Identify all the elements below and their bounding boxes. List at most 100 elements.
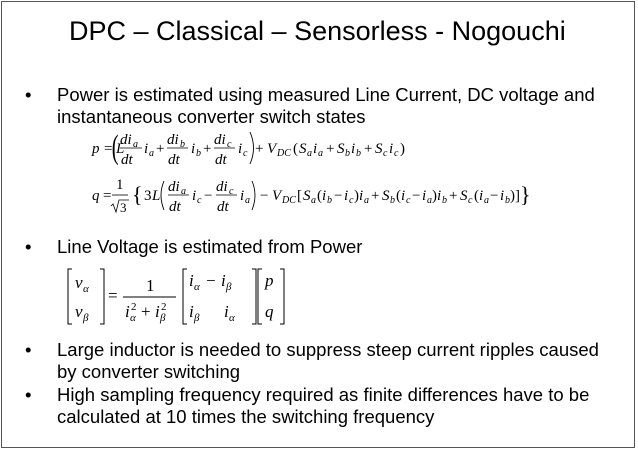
svg-text:(: ( [474,188,479,204]
svg-text:+: + [449,188,457,204]
svg-text:c: c [394,148,399,159]
svg-text:α: α [83,283,89,295]
slide-title: DPC – Classical – Sensorless - Nogouchi [69,16,566,46]
svg-text:−: − [206,271,216,290]
svg-text:p: p [91,141,100,157]
svg-text:(: ( [112,129,119,167]
bullet-marker: • [25,84,32,105]
svg-text:i: i [313,141,317,157]
svg-text:a: a [133,139,138,150]
svg-text:1: 1 [116,177,124,193]
svg-text:3: 3 [144,188,152,204]
svg-text:+: + [364,141,372,157]
svg-text:+: + [326,141,334,157]
svg-text:v: v [75,273,83,292]
svg-text:(: ( [396,188,401,204]
svg-text:S: S [337,141,345,157]
bullet-text: Power is estimated using measured Line C… [57,84,595,127]
svg-text:i: i [221,271,226,290]
svg-text:p: p [264,271,274,290]
svg-text:α: α [229,312,235,324]
bullet-sampling-frequency: • High sampling frequency required as fi… [25,384,615,428]
svg-text:i: i [189,271,194,290]
svg-text:β: β [225,281,232,293]
svg-text:=: = [104,141,112,157]
svg-text:c: c [227,139,232,150]
bullet-text: Line Voltage is estimated from Power [57,236,363,257]
svg-text:a: a [318,148,323,159]
svg-text:dt: dt [215,152,228,168]
svg-text:2: 2 [161,301,167,313]
svg-text:b: b [327,195,332,206]
svg-text:c: c [243,148,248,159]
svg-text:=: = [103,188,111,204]
svg-text:)]: )] [510,188,520,204]
svg-text:di: di [216,179,228,195]
svg-text:i: i [224,302,229,321]
svg-text:c: c [468,195,473,206]
svg-text:S: S [375,141,383,157]
svg-text:dt: dt [121,152,134,168]
svg-text:i: i [422,188,426,204]
svg-text:di: di [168,179,180,195]
svg-text:V: V [267,141,278,157]
svg-text:a: a [181,186,186,197]
svg-text:c: c [229,186,234,197]
svg-text:V: V [272,188,283,204]
bullet-text: High sampling frequency required as fini… [57,384,590,427]
svg-text:a: a [364,195,369,206]
svg-text:a: a [245,195,250,206]
svg-text:): ) [354,188,359,204]
svg-text:DC: DC [281,195,296,206]
svg-text:c: c [383,148,388,159]
svg-text:b: b [345,148,350,159]
svg-text:(: ( [317,188,322,204]
svg-text:1: 1 [146,276,155,295]
svg-text:i: i [192,188,196,204]
svg-text:di: di [167,132,179,148]
bullet-marker: • [25,339,32,360]
svg-text:+: + [203,141,211,157]
svg-text:β: β [193,312,200,324]
svg-text:−: − [260,188,268,204]
svg-text:b: b [390,195,395,206]
svg-text:i: i [351,141,355,157]
svg-text:dt: dt [169,199,182,215]
svg-text:α: α [194,281,200,293]
svg-text:q: q [92,188,100,204]
svg-text:b: b [356,148,361,159]
svg-text:dt: dt [217,199,230,215]
svg-text:a: a [484,195,489,206]
svg-text:i: i [437,188,441,204]
svg-text:S: S [382,188,390,204]
svg-text:i: i [125,302,130,321]
bullet-large-inductor: • Large inductor is needed to suppress s… [25,339,615,383]
svg-text:−: − [490,188,498,204]
svg-text:i: i [479,188,483,204]
svg-text:3: 3 [120,200,127,215]
svg-text:S: S [460,188,468,204]
svg-text:[: [ [297,188,302,204]
svg-text:di: di [120,132,132,148]
svg-text:β: β [82,312,89,324]
svg-text:DC: DC [276,148,291,159]
svg-text:i: i [359,188,363,204]
svg-text:α: α [130,312,136,324]
svg-text:): ) [432,188,437,204]
svg-text:S: S [303,188,311,204]
svg-text:a: a [307,148,312,159]
svg-text:−: − [412,188,420,204]
svg-text:b: b [196,148,201,159]
svg-text:): ) [400,141,405,157]
svg-text:L: L [151,188,160,204]
svg-text:a: a [149,148,154,159]
bullet-power-estimation: • Power is estimated using measured Line… [25,84,615,128]
svg-text:+: + [141,302,151,321]
svg-text:i: i [189,302,194,321]
